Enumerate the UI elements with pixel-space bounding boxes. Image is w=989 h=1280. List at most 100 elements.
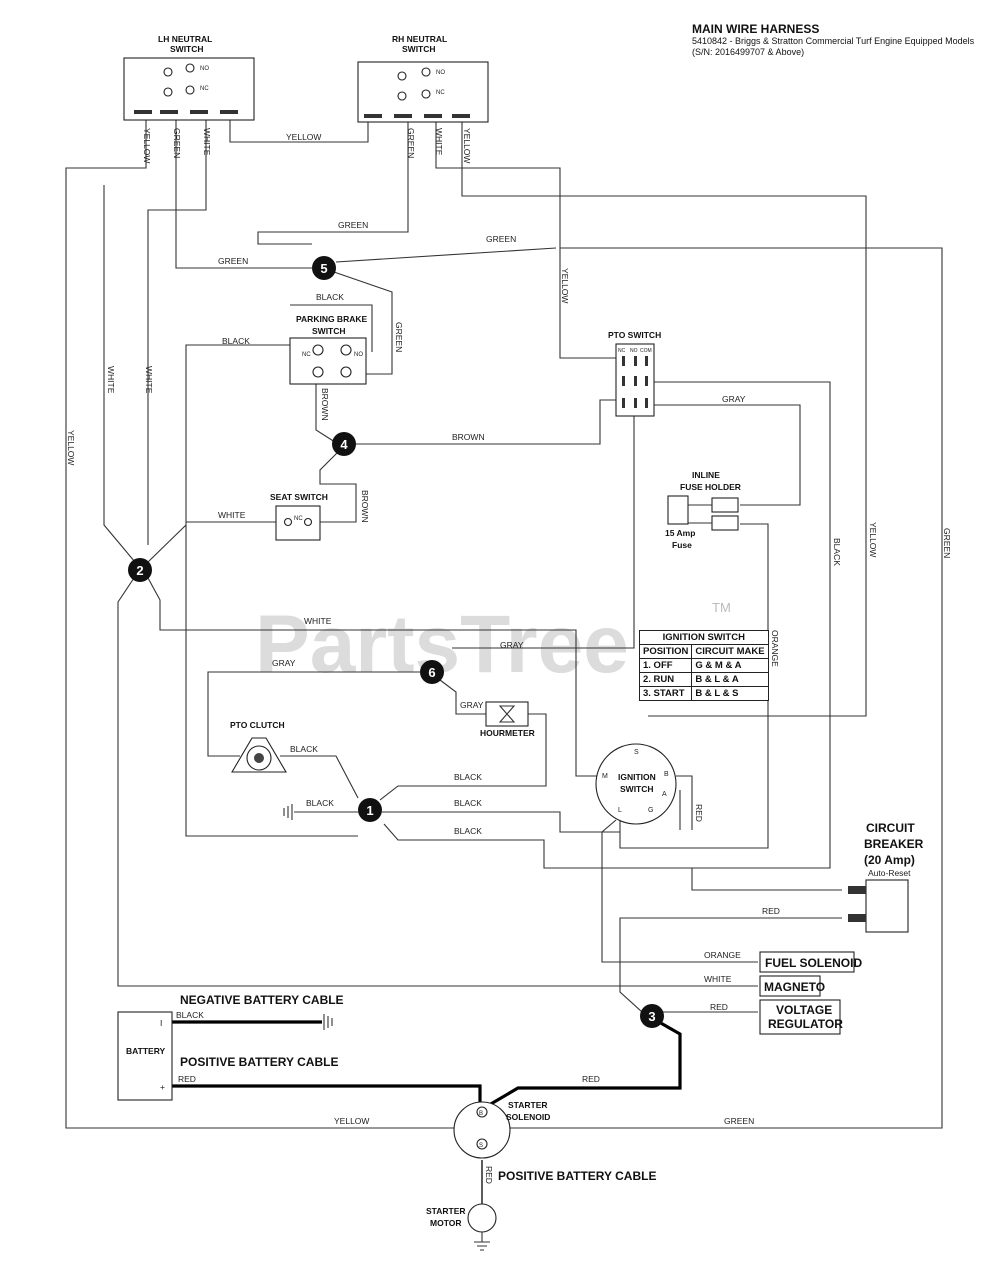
svg-text:MOTOR: MOTOR — [430, 1218, 461, 1228]
svg-text:I: I — [160, 1018, 162, 1028]
svg-text:WHITE: WHITE — [144, 366, 154, 394]
svg-text:NO: NO — [200, 66, 209, 72]
svg-text:BREAKER: BREAKER — [864, 837, 924, 851]
svg-text:SWITCH: SWITCH — [312, 326, 346, 336]
svg-text:NC: NC — [618, 348, 626, 354]
svg-text:Fuse: Fuse — [672, 540, 692, 550]
junction-node-2: 2 — [128, 558, 152, 582]
hourmeter: HOURMETER — [480, 701, 535, 738]
voltage-regulator: VOLTAGE REGULATOR — [759, 999, 843, 1035]
wire-gray-fuse — [648, 404, 801, 506]
wire-white-magneto — [117, 577, 758, 987]
inline-fuse-holder: INLINE FUSE HOLDER 15 Amp Fuse — [665, 470, 741, 550]
svg-text:ORANGE: ORANGE — [704, 950, 741, 960]
svg-text:(20 Amp): (20 Amp) — [864, 853, 915, 867]
junction-node-1: 1 — [358, 798, 382, 822]
wires — [65, 120, 943, 1129]
svg-text:BLACK: BLACK — [222, 336, 250, 346]
svg-text:6: 6 — [428, 665, 435, 680]
svg-text:NC: NC — [294, 516, 303, 522]
lh-neutral-switch: LH NEUTRAL SWITCH NO NC — [123, 34, 255, 121]
wire-brown-pto — [354, 399, 622, 445]
svg-text:ORANGE: ORANGE — [770, 630, 780, 667]
wire-yellow-outer — [65, 120, 478, 1129]
svg-text:M: M — [602, 773, 608, 780]
wire-white-rh — [435, 120, 618, 359]
positive-battery-cable — [172, 1084, 482, 1110]
svg-text:MAGNETO: MAGNETO — [764, 980, 825, 994]
svg-text:5: 5 — [320, 261, 327, 276]
wire-brown-seat — [318, 451, 357, 523]
svg-text:WHITE: WHITE — [704, 974, 732, 984]
wire-gray-hour — [439, 679, 486, 715]
table-row: 2. RUN B & L & A — [638, 672, 769, 687]
starter-motor: STARTER MOTOR — [426, 1203, 497, 1251]
wire-orange-fuel — [601, 819, 758, 963]
svg-text:IGNITION: IGNITION — [618, 772, 656, 782]
svg-text:SWITCH: SWITCH — [170, 44, 204, 54]
svg-text:BLACK: BLACK — [454, 826, 482, 836]
svg-text:BROWN: BROWN — [452, 432, 485, 442]
svg-text:RH NEUTRAL: RH NEUTRAL — [392, 34, 447, 44]
fuel-solenoid: FUEL SOLENOID — [759, 951, 862, 973]
wire-yellow-rh — [461, 120, 867, 717]
wire-red-breaker — [619, 917, 842, 1013]
wire-black-breaker — [383, 823, 692, 869]
svg-text:STARTER: STARTER — [508, 1100, 548, 1110]
svg-text:YELLOW: YELLOW — [142, 128, 152, 163]
wire-green-pbrake — [333, 271, 393, 375]
svg-text:BLACK: BLACK — [454, 798, 482, 808]
serial-range: (S/N: 2016499707 & Above) — [692, 47, 805, 57]
svg-text:FUEL SOLENOID: FUEL SOLENOID — [765, 956, 862, 970]
svg-text:L: L — [618, 807, 622, 814]
svg-text:3: 3 — [648, 1009, 655, 1024]
parking-brake-switch: PARKING BRAKE SWITCH NC NO — [289, 314, 367, 385]
svg-text:GREEN: GREEN — [942, 528, 952, 558]
svg-text:REGULATOR: REGULATOR — [768, 1017, 843, 1031]
svg-text:RED: RED — [484, 1166, 494, 1184]
ignition-table: IGNITION SWITCH POSITION CIRCUIT MAKE 1.… — [638, 630, 769, 701]
positive-cable-label-2: POSITIVE BATTERY CABLE — [498, 1169, 656, 1183]
svg-text:GREEN: GREEN — [172, 128, 182, 158]
wire-black-clutch — [280, 755, 359, 799]
svg-text:A: A — [662, 791, 667, 798]
wire-black-hour — [379, 713, 547, 801]
pto-clutch: PTO CLUTCH — [230, 720, 287, 773]
wire-green-node5 — [335, 247, 557, 263]
svg-text:B: B — [479, 1111, 483, 1117]
diagram-subtitle: 5410842 - Briggs & Stratton Commercial T… — [692, 36, 975, 46]
svg-text:YELLOW: YELLOW — [334, 1116, 369, 1126]
svg-text:PTO CLUTCH: PTO CLUTCH — [230, 720, 285, 730]
wire-black-pbrake-top — [290, 304, 373, 352]
junction-node-3: 3 — [640, 1004, 664, 1028]
svg-text:RED: RED — [762, 906, 780, 916]
wire-gray-clutch — [207, 671, 420, 757]
svg-text:GRAY: GRAY — [500, 640, 524, 650]
ground-icon — [283, 804, 293, 820]
pto-switch: PTO SWITCH NC NO COM — [608, 330, 661, 417]
ignition-table-title: IGNITION SWITCH — [639, 630, 769, 645]
junction-node-5: 5 — [312, 256, 336, 280]
svg-text:NC: NC — [302, 352, 311, 358]
positive-cable-label: POSITIVE BATTERY CABLE — [180, 1055, 338, 1069]
negative-cable-label: NEGATIVE BATTERY CABLE — [180, 993, 344, 1007]
svg-text:YELLOW: YELLOW — [286, 132, 321, 142]
table-row: 3. START B & L & S — [638, 686, 769, 701]
svg-text:WHITE: WHITE — [202, 128, 212, 156]
svg-text:BLACK: BLACK — [306, 798, 334, 808]
battery: BATTERY I + — [117, 1011, 173, 1101]
svg-text:RED: RED — [710, 1002, 728, 1012]
wire-black-pbrake — [185, 344, 358, 837]
svg-text:1: 1 — [366, 803, 373, 818]
seat-switch: SEAT SWITCH NC — [270, 492, 328, 541]
svg-text:CIRCUIT: CIRCUIT — [866, 821, 915, 835]
svg-text:VOLTAGE: VOLTAGE — [776, 1003, 832, 1017]
svg-text:SOLENOID: SOLENOID — [506, 1112, 550, 1122]
svg-text:RED: RED — [694, 804, 704, 822]
svg-text:COM: COM — [640, 348, 652, 354]
svg-text:BROWN: BROWN — [360, 490, 370, 523]
svg-text:YELLOW: YELLOW — [66, 430, 76, 465]
svg-text:SEAT SWITCH: SEAT SWITCH — [270, 492, 328, 502]
svg-text:BLACK: BLACK — [832, 538, 842, 566]
svg-text:4: 4 — [340, 437, 348, 452]
